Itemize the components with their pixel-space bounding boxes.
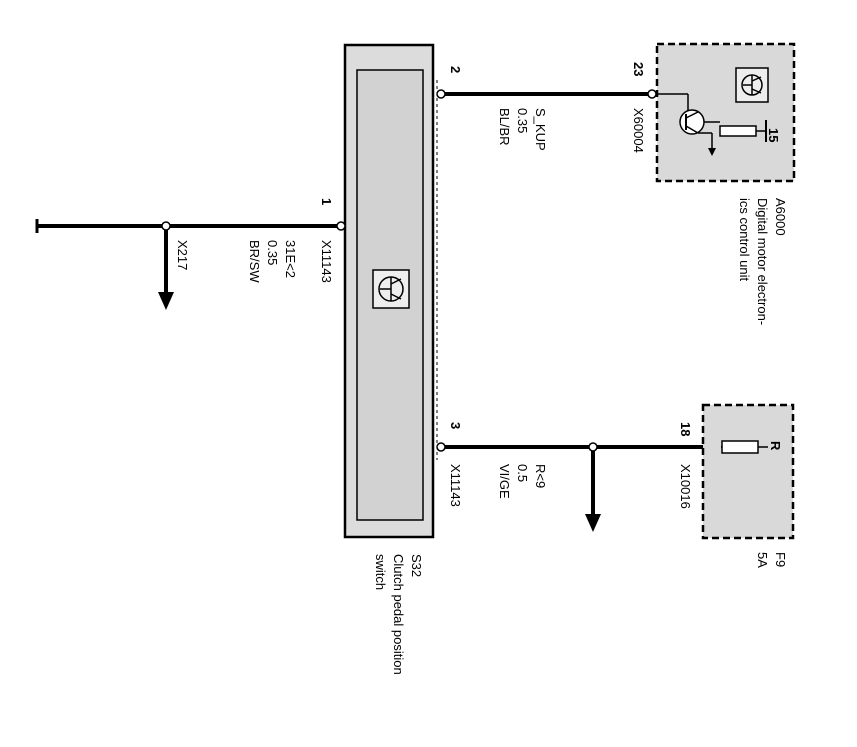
wire-left-color: BR/SW bbox=[247, 240, 262, 283]
fuse-rating: 5A bbox=[755, 552, 770, 568]
ground-arrow-icon bbox=[158, 292, 174, 310]
wire-bottom-gauge: 0.5 bbox=[515, 464, 530, 482]
fuse-icon bbox=[721, 440, 768, 454]
ground-arrow-icon bbox=[585, 514, 601, 532]
switch-id: S32 bbox=[409, 554, 424, 577]
dme-internal-pin-label: 15 bbox=[766, 128, 781, 142]
pin-18-label: 18 bbox=[678, 422, 693, 436]
component-symbol-icon bbox=[372, 269, 410, 309]
wire-top-color: BL/BR bbox=[497, 108, 512, 146]
splice-dot bbox=[588, 442, 598, 452]
dme-box bbox=[655, 42, 796, 183]
pin-2-terminal bbox=[436, 89, 446, 99]
resistor-icon bbox=[719, 120, 767, 142]
dme-id: A6000 bbox=[773, 198, 788, 236]
switch-name-line1: Clutch pedal position bbox=[391, 554, 406, 675]
dme-connector-label: X60004 bbox=[631, 108, 646, 153]
pin-23-terminal bbox=[647, 89, 657, 99]
wire-left bbox=[35, 219, 346, 310]
fuse-terminal-label: R bbox=[768, 441, 783, 451]
wire-bottom-signal: R<9 bbox=[533, 464, 548, 488]
fuse-box bbox=[701, 403, 795, 540]
splice-dot bbox=[161, 221, 171, 231]
dme-control-unit bbox=[655, 42, 796, 183]
transistor-icon bbox=[656, 93, 720, 156]
fuse-connector-label: X10016 bbox=[678, 464, 693, 509]
switch-name-line2: switch bbox=[373, 554, 388, 590]
connector-left-label: X11143 bbox=[319, 240, 334, 283]
fuse-id: F9 bbox=[773, 552, 788, 567]
ground-ref-label: X217 bbox=[175, 240, 190, 270]
pin-3-terminal bbox=[436, 442, 446, 452]
wire-top-signal: S_KUP bbox=[533, 108, 548, 151]
wire-left-signal: 31E<2 bbox=[283, 240, 298, 278]
clutch-switch bbox=[343, 43, 438, 539]
pin-1-terminal bbox=[336, 221, 346, 231]
wire-top bbox=[436, 89, 657, 99]
dme-name-line1: Digital motor electron- bbox=[755, 198, 770, 325]
wire-bottom-color: VI/GE bbox=[497, 464, 512, 499]
wire-left-gauge: 0.35 bbox=[265, 240, 280, 265]
pin-3-label: 3 bbox=[448, 422, 463, 429]
connector-bottom-label: X11143 bbox=[448, 464, 463, 507]
pin-2-label: 2 bbox=[448, 66, 463, 73]
wire-top-gauge: 0.35 bbox=[515, 108, 530, 133]
pin-23-label: 23 bbox=[631, 62, 646, 76]
fuse-box-outline bbox=[701, 403, 795, 540]
dme-name-line2: ics control unit bbox=[737, 198, 752, 281]
component-symbol-icon bbox=[735, 67, 769, 103]
pin-1-label: 1 bbox=[319, 198, 334, 205]
